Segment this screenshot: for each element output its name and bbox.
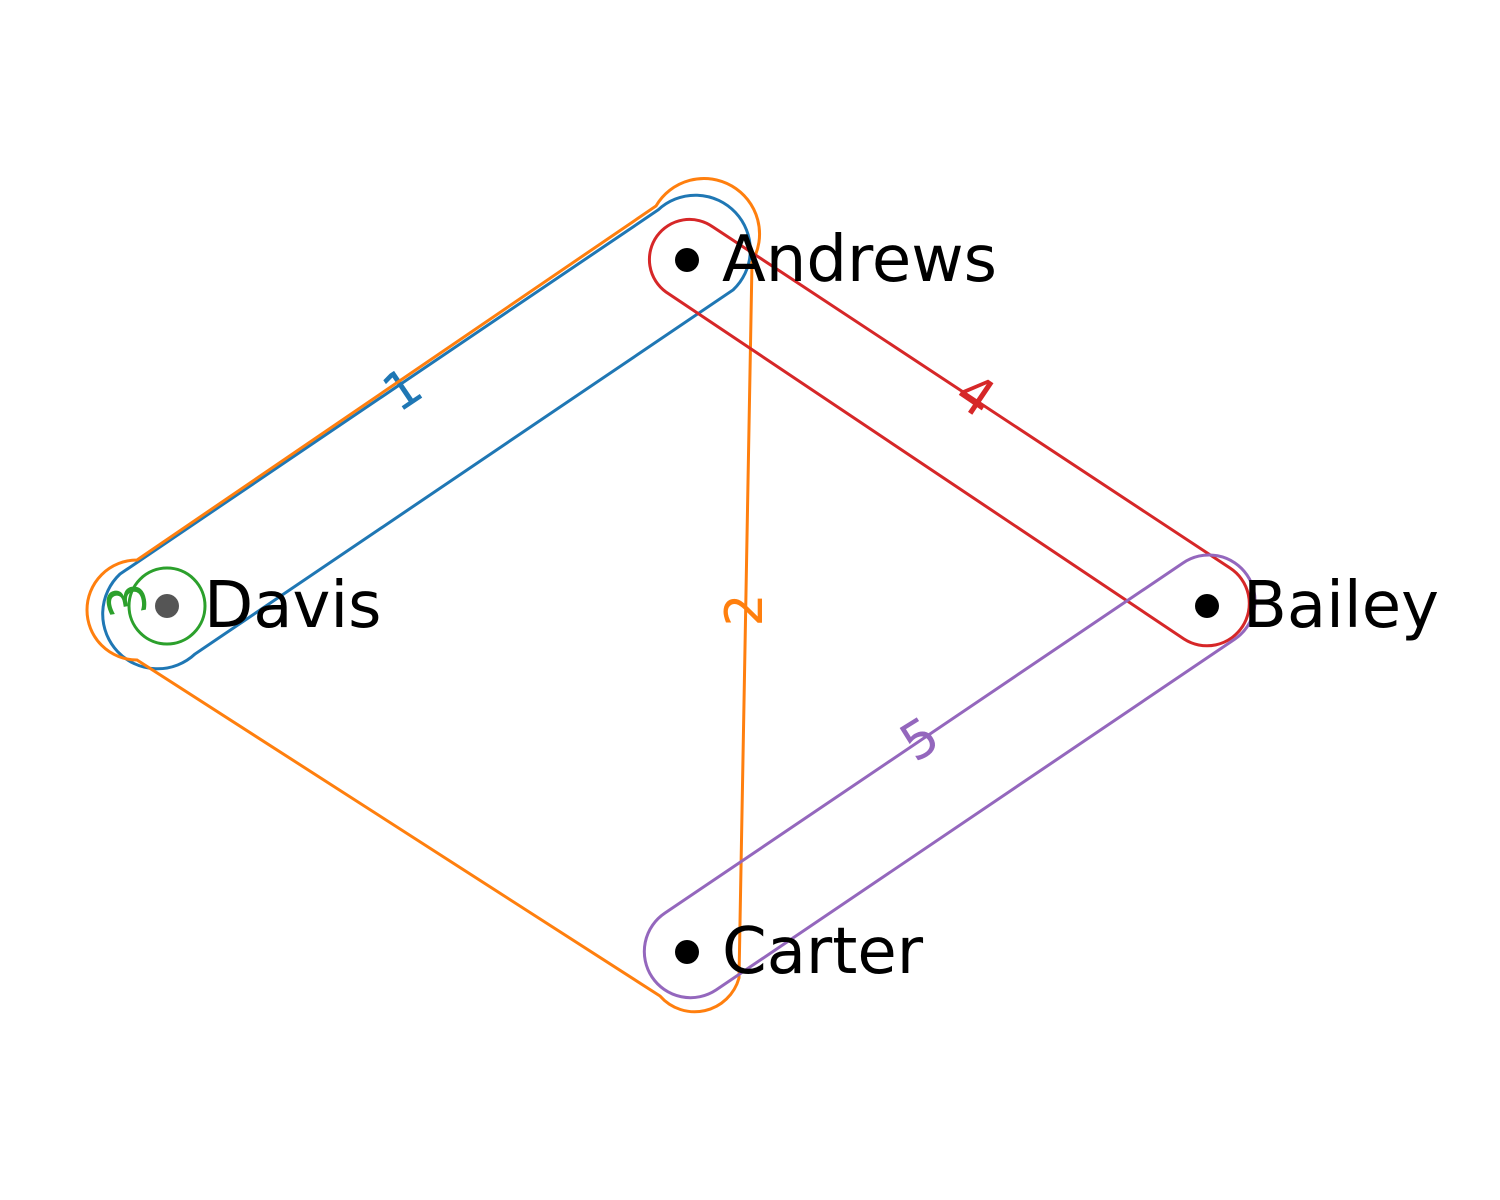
hyperedge-5-label: 5 [890, 706, 950, 774]
node-andrews-label: Andrews [722, 223, 997, 297]
node-carter-label: Carter [722, 915, 924, 989]
hyperedge-4-label: 4 [945, 362, 1006, 430]
hyperedge-5-outline [642, 553, 1257, 1000]
node-davis: Davis [155, 569, 382, 643]
hyperedge-1-label: 1 [373, 356, 434, 424]
hyperedge-3: 3 [96, 566, 207, 646]
hyperedge-3-outline [127, 566, 207, 646]
hyperedge-1: 1 [101, 193, 752, 671]
node-davis-label: Davis [204, 569, 382, 643]
node-andrews-dot [675, 248, 699, 272]
hyperedge-1-outline [101, 193, 752, 671]
node-bailey-dot [1195, 594, 1219, 618]
hyperedge-2-label: 2 [715, 593, 775, 626]
hyperedge-3-label: 3 [96, 578, 161, 621]
node-bailey-label: Bailey [1243, 569, 1439, 643]
node-carter-dot [675, 940, 699, 964]
node-davis-dot [155, 594, 179, 618]
node-carter: Carter [675, 915, 924, 989]
hyperedge-2: 2 [85, 176, 775, 1014]
hyperedge-2-outline [85, 176, 762, 1014]
hyperedge-4-outline [647, 217, 1251, 648]
node-bailey: Bailey [1195, 569, 1439, 643]
node-andrews: Andrews [675, 223, 997, 297]
